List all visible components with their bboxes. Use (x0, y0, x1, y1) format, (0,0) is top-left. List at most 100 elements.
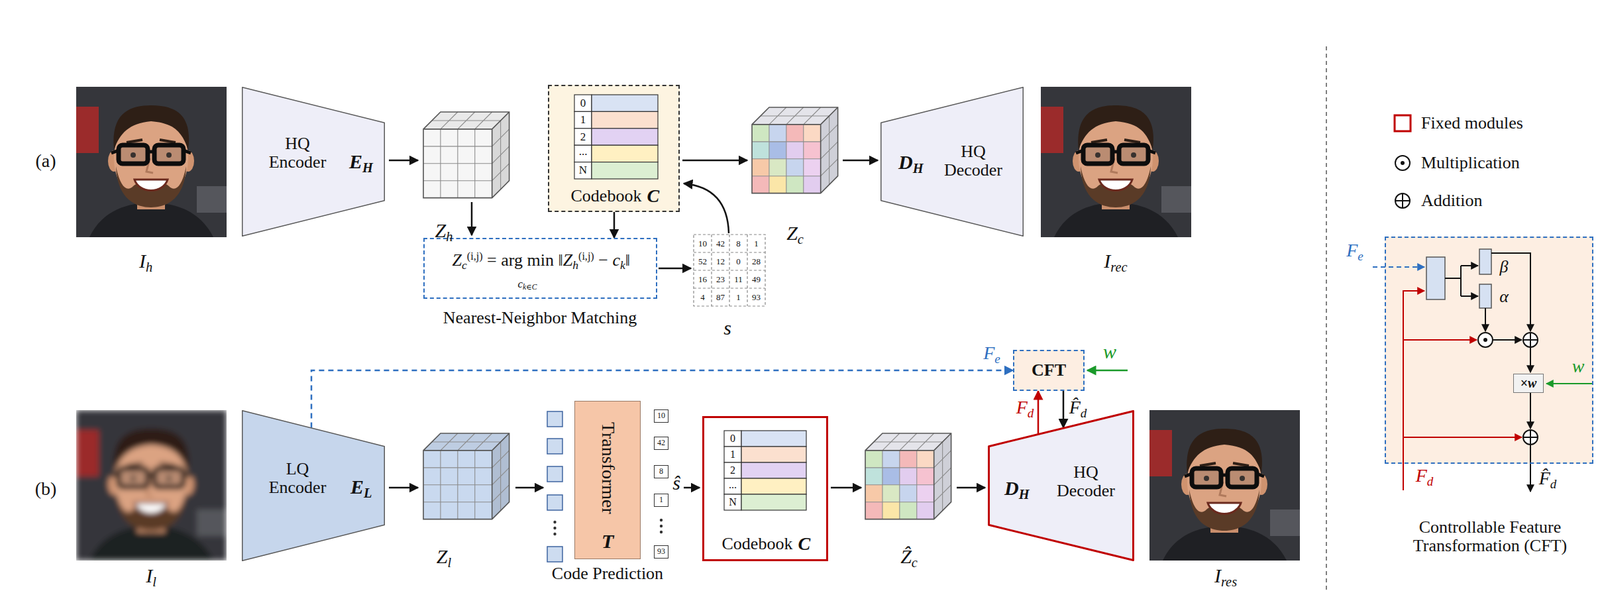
node-text: HQ Decoder (936, 142, 1011, 181)
codebook-table (724, 430, 807, 511)
table-cell: 87 (716, 292, 725, 302)
math-symbol: Ires (1214, 564, 1237, 587)
node-text: LQ Encoder (260, 459, 335, 498)
matching-box: Zc(i,j) = arg min ‖Zh(i,j) − ck‖ck∈C (423, 237, 658, 299)
codebook-index: 2 (730, 464, 736, 477)
signal-label: F̂d (1069, 397, 1088, 419)
trapezoid-shape (989, 411, 1134, 561)
codebook-index: ... (579, 145, 588, 159)
connector-arrow (1037, 390, 1040, 434)
table-cell: 28 (751, 256, 761, 266)
code-index-box: 93 (653, 545, 669, 559)
restored-face-photo (1149, 410, 1300, 561)
code-index-box: 42 (653, 436, 669, 450)
node-text: 93 (657, 547, 666, 556)
node-text: 42 (657, 438, 666, 448)
feature-cube (423, 433, 510, 520)
quantized-cube (751, 107, 839, 194)
node-text: EL (350, 475, 372, 498)
table-cell: 1 (736, 292, 741, 302)
transformer-box: TransformerT (574, 400, 641, 560)
connector-arrow (613, 212, 616, 238)
codebook-index: N (579, 164, 587, 177)
connector-arrow (311, 370, 1014, 428)
legend-text: Multiplication (1421, 153, 1520, 173)
legend-samples (1394, 115, 1411, 209)
node-text: 1 (659, 495, 664, 505)
math-symbol: Ẑc (900, 545, 918, 568)
math-symbol: Il (145, 564, 157, 587)
cft-detail-panel: Controllable Feature Transformation (CFT… (1384, 236, 1594, 464)
signal-label: Fe (983, 343, 1001, 364)
lq-face-photo (76, 410, 227, 561)
node-text: 10 (657, 411, 666, 421)
encoder-trapezoid: HQ Encoder EH (241, 86, 385, 237)
legend-text: Fixed modules (1421, 113, 1524, 133)
math-symbol: Fe (1346, 240, 1364, 262)
math-symbol: Ih (139, 249, 153, 272)
code-index-box: 1 (653, 493, 669, 507)
panel-tag: (b) (35, 479, 57, 500)
node-text: Codebook (571, 186, 642, 207)
math-symbol: Zl (436, 545, 452, 568)
panel-tag: (a) (35, 151, 56, 172)
node-text: Controllable Feature Transformation (CFT… (1384, 518, 1596, 556)
table-cell: 23 (716, 274, 725, 284)
caption-label: Code Prediction (551, 564, 664, 584)
trapezoid-shape (881, 87, 1024, 237)
math-symbol: Irec (1103, 249, 1127, 272)
math-symbol: w (1572, 356, 1585, 377)
node-text: Transformer (597, 421, 619, 514)
math-symbol: β (1499, 257, 1509, 277)
math-symbol: α (1499, 287, 1509, 307)
encoder-trapezoid: LQ Encoder EL (241, 410, 385, 562)
caption-label: Nearest-Neighbor Matching (443, 308, 637, 328)
token-squares (547, 411, 563, 562)
decoder-trapezoid: DHHQ Decoder (880, 86, 1024, 237)
codebook-index: 0 (580, 96, 587, 110)
trapezoid-shape (242, 410, 385, 562)
feature-cubes (423, 107, 952, 520)
node-text: ck∈C (518, 278, 538, 291)
math-symbol: Zc (786, 221, 804, 244)
table-cell: 10 (698, 238, 707, 248)
face-photos (76, 86, 1300, 561)
codebook-index: ... (728, 479, 737, 491)
cft-detail-diagram (1372, 236, 1594, 492)
trapezoid-shape (242, 87, 385, 237)
node-text: HQ Decoder (1048, 463, 1123, 501)
math-symbol: F̂d (1539, 468, 1557, 489)
table-cell: 0 (736, 256, 741, 266)
code-index-box: 8 (653, 465, 669, 479)
node-text: HQ Encoder (260, 134, 335, 173)
math-symbol: w (1103, 340, 1117, 363)
table-cell: 93 (751, 292, 761, 302)
math-symbol: ŝ (672, 471, 681, 494)
code-index-box: 10 (653, 409, 669, 423)
index-grid (693, 234, 766, 307)
legend-entry: Addition (1421, 191, 1483, 211)
node-text: 8 (659, 467, 664, 476)
node-text: ×w (1520, 375, 1538, 391)
table-cell: 49 (751, 274, 761, 284)
legend-entry: Fixed modules (1421, 113, 1524, 134)
hq-face-photo (76, 86, 227, 238)
codebook-box: CodebookC (547, 84, 680, 213)
math-symbol: s (723, 316, 732, 339)
node-text: DH (1004, 477, 1030, 499)
reconstructed-face-photo (1040, 86, 1192, 238)
node-text: CFT (1031, 361, 1067, 381)
node-text: C (647, 186, 660, 207)
legend-text: Addition (1421, 190, 1483, 211)
codebook-box: CodebookC (702, 416, 829, 562)
math-symbol: Fd (1415, 465, 1434, 487)
feature-cube (423, 111, 510, 199)
codebook-table (547, 84, 680, 213)
node-text: T (601, 530, 614, 552)
decoder-trapezoid: DH HQ Decoder (987, 410, 1135, 562)
codebook-index: 0 (730, 432, 736, 445)
node-text: EH (349, 150, 374, 173)
